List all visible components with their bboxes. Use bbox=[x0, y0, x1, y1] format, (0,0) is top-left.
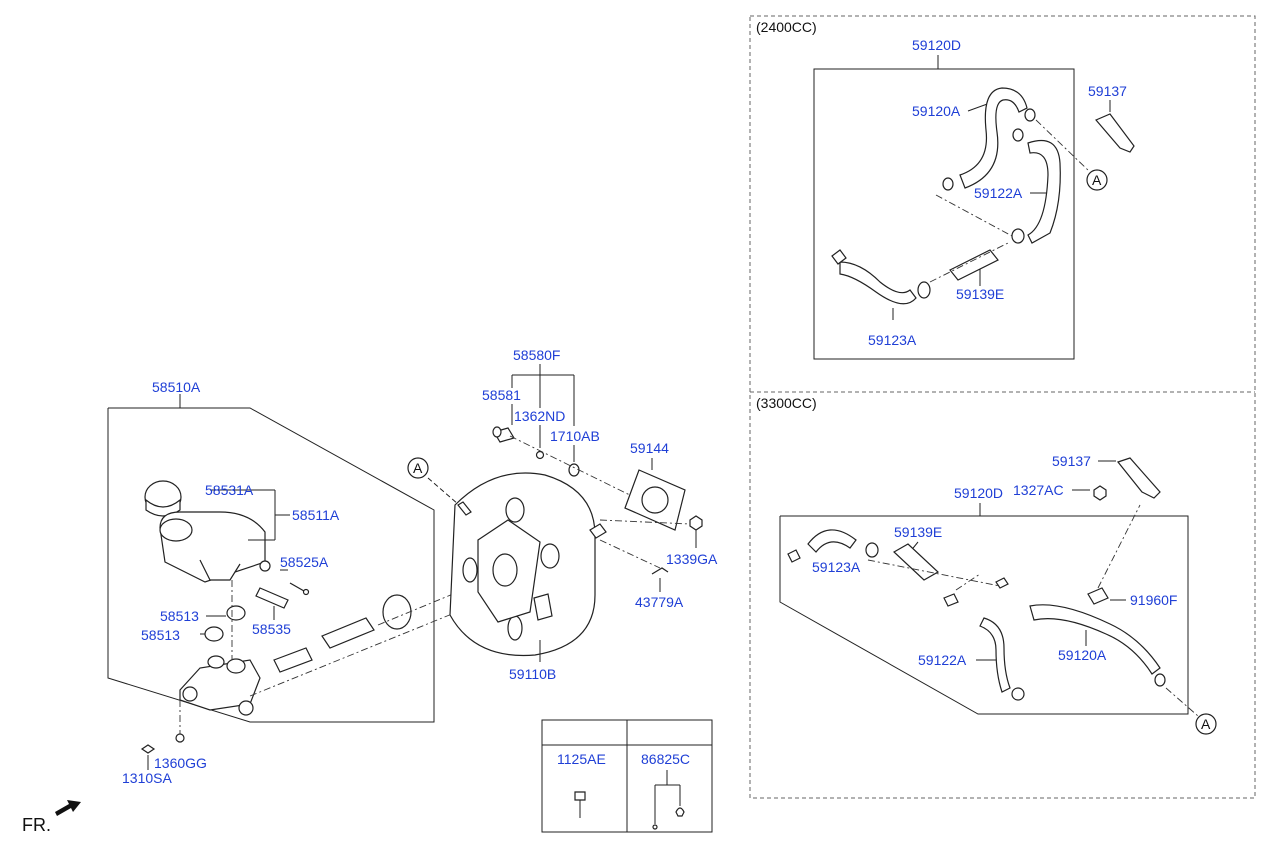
variant-2400cc-title: (2400CC) bbox=[756, 19, 817, 35]
label-1710AB[interactable]: 1710AB bbox=[550, 428, 600, 444]
label-1360GG[interactable]: 1360GG bbox=[154, 755, 207, 771]
booster-body-part bbox=[449, 472, 607, 657]
label-86825C[interactable]: 86825C bbox=[641, 751, 690, 767]
brake-booster-group: 58580F 58581 1362ND 1710AB 59144 1339GA … bbox=[407, 347, 718, 682]
label-58535[interactable]: 58535 bbox=[252, 621, 291, 637]
hose-assembly-2400cc: 59120D 59120A 59137 A 59122A 59139E bbox=[813, 37, 1135, 360]
label-58580F[interactable]: 58580F bbox=[513, 347, 560, 363]
label-1339GA[interactable]: 1339GA bbox=[666, 551, 718, 567]
front-direction-indicator: FR. bbox=[22, 800, 81, 835]
variant-3300cc-title: (3300CC) bbox=[756, 395, 817, 411]
reservoir-cap-part bbox=[144, 480, 182, 517]
label-59123A-3300[interactable]: 59123A bbox=[812, 559, 861, 575]
front-arrow-icon bbox=[55, 800, 81, 816]
label-58510A[interactable]: 58510A bbox=[152, 379, 201, 395]
label-59120A-2400[interactable]: 59120A bbox=[912, 103, 961, 119]
label-59123A-2400[interactable]: 59123A bbox=[868, 332, 917, 348]
label-1362ND[interactable]: 1362ND bbox=[514, 408, 565, 424]
label-1327AC[interactable]: 1327AC bbox=[1013, 482, 1064, 498]
label-1125AE[interactable]: 1125AE bbox=[557, 751, 606, 767]
label-A-left[interactable]: A bbox=[413, 460, 423, 476]
label-A-2400[interactable]: A bbox=[1092, 172, 1102, 188]
label-59139E-2400[interactable]: 59139E bbox=[956, 286, 1004, 302]
label-58581[interactable]: 58581 bbox=[482, 387, 521, 403]
label-43779A[interactable]: 43779A bbox=[635, 594, 684, 610]
master-cylinder-group: 58510A 58531A 58511A 58525A 58535 bbox=[107, 379, 581, 786]
label-59122A-2400[interactable]: 59122A bbox=[974, 185, 1023, 201]
label-91960F[interactable]: 91960F bbox=[1130, 592, 1177, 608]
label-59120D-3300[interactable]: 59120D bbox=[954, 485, 1003, 501]
label-59110B[interactable]: 59110B bbox=[509, 666, 556, 682]
label-59139E-3300[interactable]: 59139E bbox=[894, 524, 942, 540]
label-59120D-2400[interactable]: 59120D bbox=[912, 37, 961, 53]
label-A-3300[interactable]: A bbox=[1201, 716, 1211, 732]
label-59122A-3300[interactable]: 59122A bbox=[918, 652, 967, 668]
label-1310SA[interactable]: 1310SA bbox=[122, 770, 172, 786]
label-59137-3300[interactable]: 59137 bbox=[1052, 453, 1091, 469]
piston-parts bbox=[273, 594, 412, 673]
label-59120A-3300[interactable]: 59120A bbox=[1058, 647, 1107, 663]
label-58513-top[interactable]: 58513 bbox=[160, 608, 199, 624]
label-58513-bottom[interactable]: 58513 bbox=[141, 627, 180, 643]
label-58531A[interactable]: 58531A bbox=[205, 482, 254, 498]
hose-assembly-3300cc: 59137 1327AC 59120D 59139E 59123A 91960F bbox=[779, 453, 1217, 735]
reservoir-part bbox=[159, 511, 271, 583]
label-59144[interactable]: 59144 bbox=[630, 440, 669, 456]
engine-variant-panel: (2400CC) (3300CC) 59120D 59120A 59137 A … bbox=[749, 15, 1256, 799]
label-58525A[interactable]: 58525A bbox=[280, 554, 329, 570]
master-cylinder-body-part bbox=[179, 655, 261, 716]
fastener-table: 1125AE 86825C bbox=[541, 719, 713, 833]
fr-label: FR. bbox=[22, 815, 51, 835]
label-58511A[interactable]: 58511A bbox=[292, 507, 340, 523]
label-59137-2400[interactable]: 59137 bbox=[1088, 83, 1127, 99]
